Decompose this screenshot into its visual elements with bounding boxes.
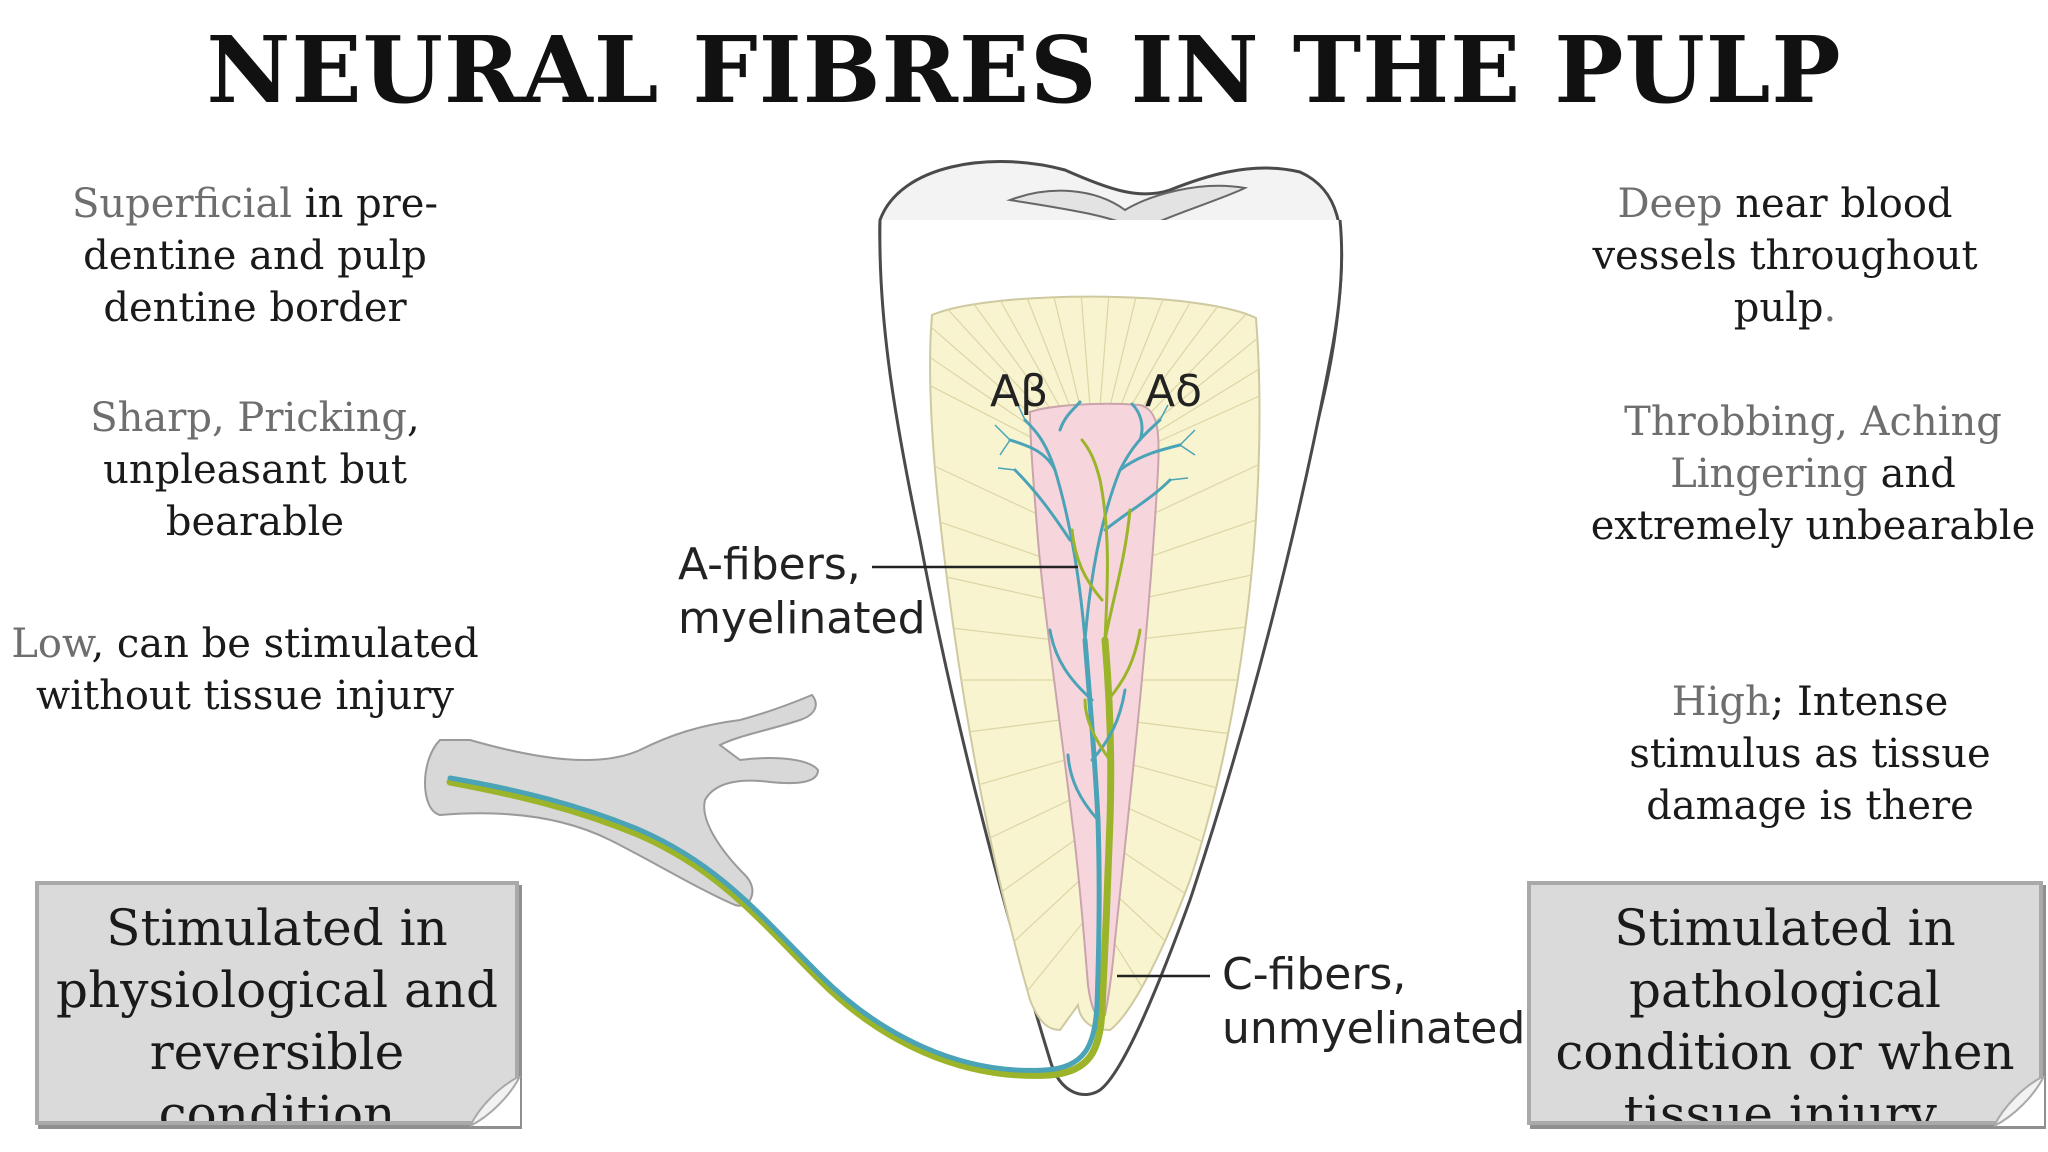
left-pain-line3: bearable bbox=[165, 499, 345, 545]
terminal-fibrils bbox=[994, 404, 1196, 481]
right-threshold-line2: stimulus as tissue bbox=[1629, 731, 1991, 777]
left-location-note: Superficial in pre- dentine and pulp den… bbox=[10, 178, 500, 334]
right-pain-highlight1: Throbbing, Aching bbox=[1624, 399, 2002, 445]
c-fibers-label: C-fibers, unmyelinated bbox=[1222, 948, 1525, 1056]
a-delta-label: Aδ bbox=[1145, 366, 1203, 417]
left-location-line2: dentine and pulp bbox=[83, 233, 427, 279]
left-threshold-note: Low, can be stimulated without tissue in… bbox=[0, 618, 490, 722]
physiological-box-curl bbox=[470, 1076, 522, 1128]
a-fibers-line1: A-fibers, bbox=[678, 539, 861, 590]
pathological-box-line4: tissue injury. bbox=[1623, 1085, 1947, 1125]
physiological-box: Stimulated in physiological and reversib… bbox=[35, 881, 519, 1125]
left-threshold-text: , can be stimulated bbox=[91, 621, 479, 667]
right-location-period: . bbox=[1823, 285, 1837, 331]
right-pain-text: and bbox=[1867, 451, 1956, 497]
right-threshold-line3: damage is there bbox=[1646, 783, 1974, 829]
right-location-note: Deep near blood vessels throughout pulp. bbox=[1545, 178, 2025, 334]
right-threshold-text: ; Intense bbox=[1770, 679, 1949, 725]
right-location-line3: pulp bbox=[1733, 285, 1824, 331]
pathological-box-line2: pathological bbox=[1628, 961, 1942, 1019]
physiological-box-line4: condition bbox=[158, 1085, 396, 1125]
left-location-text: in pre- bbox=[292, 181, 438, 227]
c-fiber-branches bbox=[1070, 438, 1142, 762]
right-location-highlight: Deep bbox=[1617, 181, 1723, 227]
a-beta-label: Aβ bbox=[990, 366, 1049, 417]
nerve-sheath bbox=[424, 693, 820, 907]
left-pain-note: Sharp, Pricking, unpleasant but bearable bbox=[10, 392, 500, 548]
a-fibers-label: A-fibers, myelinated bbox=[678, 538, 926, 646]
right-location-text: near blood bbox=[1722, 181, 1953, 227]
left-pain-text: , bbox=[407, 395, 420, 441]
left-threshold-highlight: Low bbox=[11, 621, 92, 667]
right-pain-note: Throbbing, Aching Lingering and extremel… bbox=[1578, 396, 2048, 552]
right-location-line2: vessels throughout bbox=[1592, 233, 1978, 279]
c-fibers-line2: unmyelinated bbox=[1222, 1003, 1526, 1054]
left-threshold-line2: without tissue injury bbox=[35, 673, 454, 719]
pathological-box: Stimulated in pathological condition or … bbox=[1527, 881, 2043, 1125]
right-pain-highlight2: Lingering bbox=[1670, 451, 1868, 497]
c-fiber-trunk bbox=[446, 636, 1115, 1079]
left-location-highlight: Superficial bbox=[72, 181, 293, 227]
physiological-box-line2: physiological and bbox=[55, 961, 499, 1019]
physiological-box-line3: reversible bbox=[149, 1023, 405, 1081]
c-fibers-line1: C-fibers, bbox=[1222, 949, 1407, 1000]
left-pain-line2: unpleasant but bbox=[103, 447, 407, 493]
physiological-box-line1: Stimulated in bbox=[106, 899, 448, 957]
pathological-box-line3: condition or when bbox=[1555, 1023, 2015, 1081]
page-title: NEURAL FIBRES IN THE PULP bbox=[206, 16, 1842, 124]
pathological-box-line1: Stimulated in bbox=[1614, 899, 1956, 957]
left-pain-highlight: Sharp, Pricking bbox=[90, 395, 408, 441]
right-pain-line3: extremely unbearable bbox=[1590, 503, 2036, 549]
right-threshold-highlight: High bbox=[1671, 679, 1771, 725]
right-threshold-note: High; Intense stimulus as tissue damage … bbox=[1575, 676, 2045, 832]
pathological-box-curl bbox=[1994, 1076, 2046, 1128]
a-fiber-branches bbox=[1008, 400, 1182, 822]
a-fibers-line2: myelinated bbox=[678, 593, 926, 644]
left-location-line3: dentine border bbox=[103, 285, 407, 331]
enamel-occlusal bbox=[1006, 184, 1249, 232]
